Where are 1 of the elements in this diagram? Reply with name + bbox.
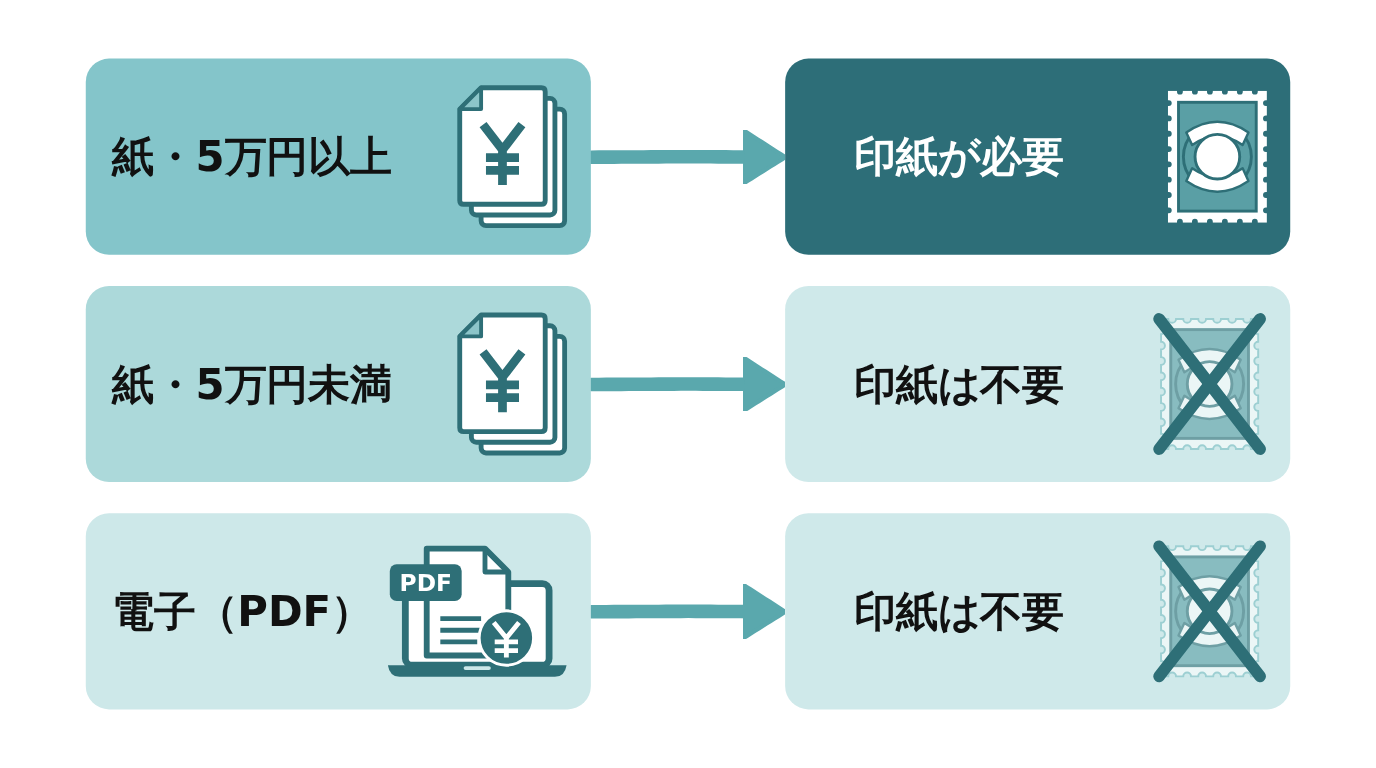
tab-label: PDF <box>399 569 452 597</box>
